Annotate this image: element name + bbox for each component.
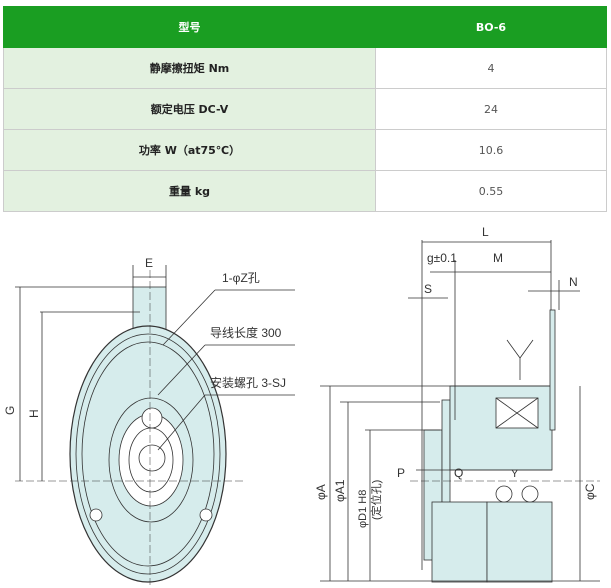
dim-G: G xyxy=(3,406,17,415)
label-mount-holes: 安装螺孔 3-SJ xyxy=(210,375,286,390)
dim-H: H xyxy=(27,409,41,418)
row-label: 功率 W（at75℃） xyxy=(3,129,376,171)
row-label: 静摩擦扭矩 Nm xyxy=(3,47,376,89)
row-value: 4 xyxy=(375,47,607,89)
dim-C: φC xyxy=(583,483,597,500)
dim-A1: φA1 xyxy=(333,479,347,502)
table-row: 功率 W（at75℃）10.6 xyxy=(3,129,607,171)
dim-L: L xyxy=(482,225,489,239)
row-value: 10.6 xyxy=(375,129,607,171)
dimension-drawing: E G H 1-φZ孔 导线长度 300 安装螺孔 3-SJ L g±0.1 M… xyxy=(3,225,600,585)
header-label: 型号 xyxy=(3,6,376,48)
label-hole: 1-φZ孔 xyxy=(222,271,260,285)
dim-E: E xyxy=(145,256,153,270)
table-header-row: 型号 BO-6 xyxy=(3,6,607,48)
side-view xyxy=(320,240,600,583)
front-view xyxy=(15,265,295,585)
dim-P: P xyxy=(397,466,405,480)
header-model: BO-6 xyxy=(375,6,607,48)
dim-A: φA xyxy=(314,484,328,500)
dim-D1: φD1 H8 xyxy=(357,490,369,528)
row-value: 0.55 xyxy=(375,170,607,212)
dim-Q: Q xyxy=(454,466,463,480)
row-value: 24 xyxy=(375,88,607,130)
label-lead-length: 导线长度 300 xyxy=(210,325,282,340)
dim-Y: Y xyxy=(511,468,519,480)
dim-S: S xyxy=(424,282,432,296)
dim-D1-note: (定位孔) xyxy=(369,480,383,520)
row-label: 重量 kg xyxy=(3,170,376,212)
dim-g: g±0.1 xyxy=(427,251,457,265)
dim-N: N xyxy=(569,275,578,289)
dim-M: M xyxy=(493,251,503,265)
row-label: 额定电压 DC-V xyxy=(3,88,376,130)
